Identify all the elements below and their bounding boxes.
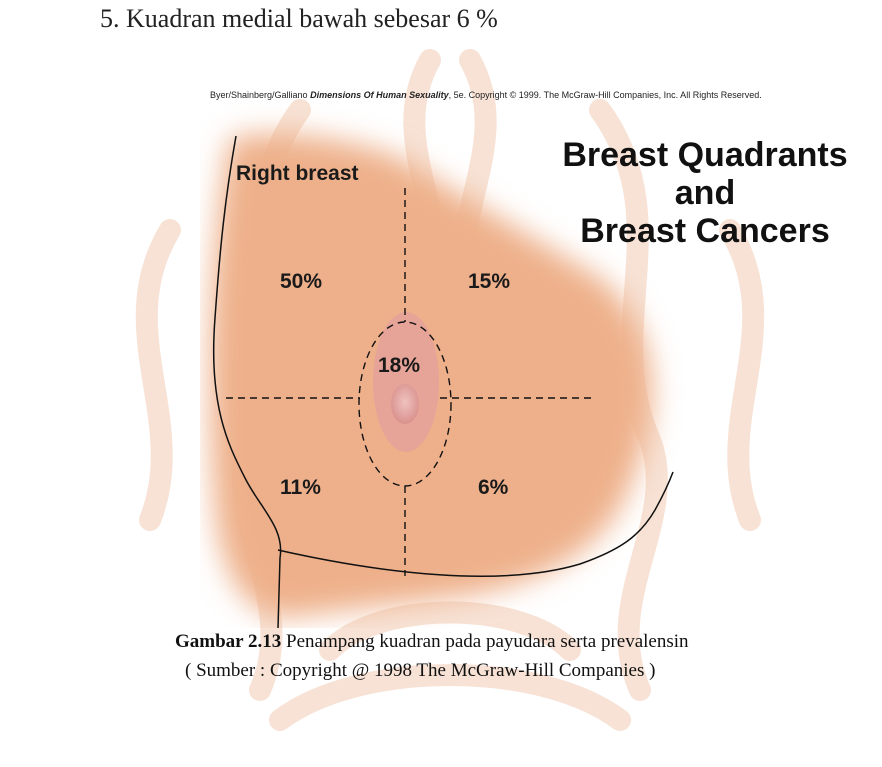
upper-outer-quadrant-value: 50% [280, 270, 322, 294]
figure-title: Breast Quadrants and Breast Cancers [520, 136, 882, 250]
upper-inner-quadrant-value: 15% [468, 270, 510, 294]
figure-caption: Gambar 2.13 Penampang kuadran pada payud… [175, 627, 882, 685]
body-text-line: 5. Kuadran medial bawah sebesar 6 % [100, 6, 498, 28]
central-region-value: 18% [378, 354, 420, 378]
caption-label: Gambar 2.13 [175, 631, 281, 652]
breast-quadrant-figure: Byer/Shainberg/Galliano Dimensions Of Hu… [200, 88, 882, 628]
nipple [391, 384, 419, 424]
caption-text: Penampang kuadran pada payudara serta pr… [281, 631, 688, 652]
lower-outer-quadrant-value: 11% [280, 476, 321, 500]
right-breast-label: Right breast [236, 162, 359, 186]
lower-inner-quadrant-value: 6% [478, 476, 508, 500]
caption-source: ( Sumber : Copyright @ 1998 The McGraw-H… [175, 656, 882, 685]
